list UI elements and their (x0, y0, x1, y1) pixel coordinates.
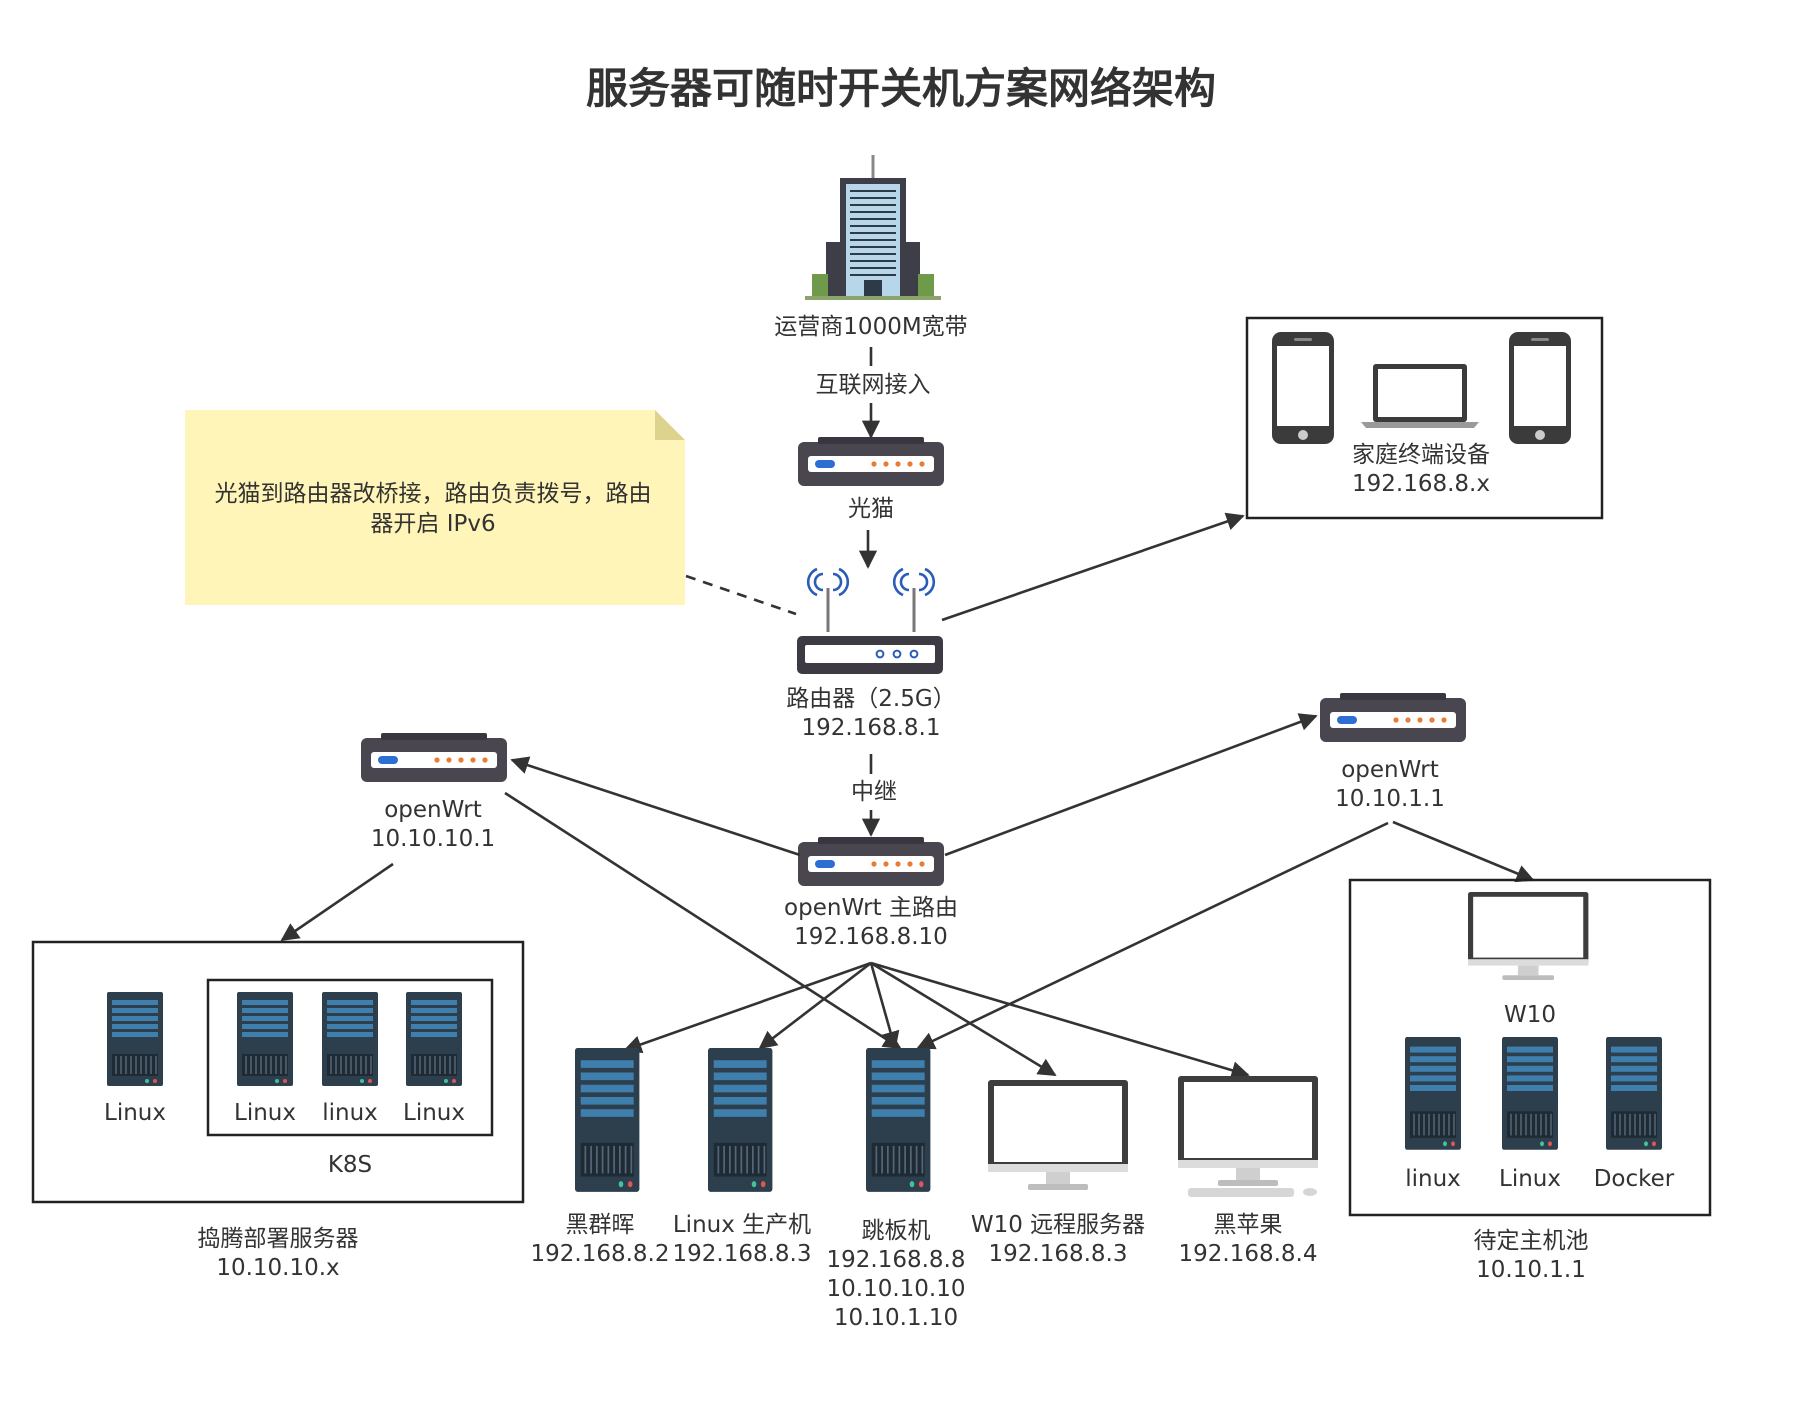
router-ip: 192.168.8.1 (802, 715, 941, 741)
openwrt-right-ip: 10.10.1.1 (1335, 786, 1445, 812)
note-connector (685, 574, 797, 616)
openwrt-right-name: openWrt (1341, 757, 1439, 783)
tinker-group-ip: 10.10.10.x (216, 1255, 339, 1281)
host-hackintosh-name: 黑苹果 (1214, 1212, 1283, 1238)
wifi-router-icon (797, 567, 943, 674)
k8s-cluster-box (206, 978, 494, 1137)
pool-server-label: linux (1405, 1166, 1461, 1192)
server-icon (106, 991, 164, 1087)
host-w10-ip: 192.168.8.3 (989, 1241, 1128, 1267)
smartphone-icon (1272, 332, 1334, 444)
pending-pool-name: 待定主机池 (1474, 1228, 1589, 1254)
page-title: 服务器可随时开关机方案网络架构 (586, 64, 1216, 113)
edge-left-tinker (280, 862, 394, 942)
host-jump-ip: 192.168.8.8 (827, 1247, 966, 1273)
monitor-icon (1468, 892, 1589, 980)
openwrt-main-icon (798, 837, 944, 886)
edge-main-right (944, 713, 1318, 857)
edge-main-left (510, 756, 801, 857)
pending-pool-box (1348, 878, 1712, 1217)
home-devices-ip: 192.168.8.x (1352, 471, 1490, 497)
edge-main-jump (869, 962, 900, 1050)
openwrt-main-ip: 192.168.8.10 (794, 924, 948, 950)
edge-main-hackintosh (870, 961, 1250, 1080)
pool-server-label: Docker (1594, 1166, 1675, 1192)
openwrt-left-name: openWrt (384, 797, 482, 823)
k8s-label: K8S (328, 1152, 372, 1178)
edge-label-internet: 互联网接入 (816, 372, 931, 398)
openwrt-left-ip: 10.10.10.1 (371, 826, 495, 852)
openwrt-main-name: openWrt 主路由 (784, 895, 958, 921)
host-w10-name: W10 远程服务器 (971, 1212, 1145, 1238)
server-icon (864, 1046, 932, 1193)
server-icon (706, 1046, 774, 1193)
edge-right-jump (916, 821, 1389, 1050)
server-icon (405, 991, 463, 1087)
monitor-icon (988, 1080, 1128, 1190)
server-icon (1605, 1036, 1663, 1151)
host-nas-ip: 192.168.8.2 (531, 1241, 670, 1267)
edge-right-pool (1392, 820, 1535, 883)
server-icon (1501, 1036, 1559, 1151)
host-hackintosh-ip: 192.168.8.4 (1179, 1241, 1318, 1267)
openwrt-right-icon (1320, 693, 1466, 742)
server-icon (573, 1046, 641, 1193)
host-linux-name: Linux 生产机 (673, 1212, 811, 1238)
edge-router-home (941, 512, 1245, 622)
pending-pool-ip: 10.10.1.1 (1476, 1257, 1586, 1283)
laptop-icon (1361, 364, 1479, 428)
host-nas-name: 黑群晖 (566, 1212, 635, 1238)
k8s-server-label: linux (322, 1100, 378, 1126)
note: 光猫到路由器改桥接，路由负责拨号，路由 器开启 IPv6 (185, 410, 685, 605)
server-icon (321, 991, 379, 1087)
openwrt-left-icon (361, 733, 507, 782)
modem-label: 光猫 (848, 496, 894, 522)
home-devices-box (1245, 316, 1604, 520)
tinker-server-label: Linux (104, 1100, 166, 1126)
smartphone-icon (1509, 332, 1571, 444)
host-jump-ip: 10.10.10.10 (827, 1276, 966, 1302)
tinker-group-name: 捣腾部署服务器 (198, 1226, 359, 1252)
server-icon (236, 991, 294, 1087)
tinker-group-box (31, 940, 525, 1204)
host-linux-ip: 192.168.8.3 (673, 1241, 812, 1267)
host-jump-name: 跳板机 (862, 1218, 931, 1244)
k8s-server-label: Linux (234, 1100, 296, 1126)
office-building-icon (805, 155, 941, 300)
edge-main-w10 (870, 961, 1057, 1077)
note-text-line-1: 光猫到路由器改桥接，路由负责拨号，路由 (215, 481, 652, 507)
edge-main-linux (758, 961, 872, 1050)
router-name: 路由器（2.5G） (786, 686, 955, 712)
pool-server-label: Linux (1499, 1166, 1561, 1192)
host-jump-ip: 10.10.1.10 (834, 1305, 958, 1331)
edge-label-relay: 中继 (851, 779, 897, 805)
server-icon (1404, 1036, 1462, 1151)
edge-left-jump (504, 791, 902, 1050)
edge-main-nas (623, 961, 872, 1054)
note-text-line-2: 器开启 IPv6 (370, 511, 495, 537)
k8s-server-label: Linux (403, 1100, 465, 1126)
home-devices-name: 家庭终端设备 (1352, 442, 1490, 468)
pool-w10-label: W10 (1504, 1002, 1556, 1028)
modem-icon (798, 437, 944, 486)
imac-icon (1178, 1076, 1318, 1197)
isp-label: 运营商1000M宽带 (774, 314, 967, 340)
